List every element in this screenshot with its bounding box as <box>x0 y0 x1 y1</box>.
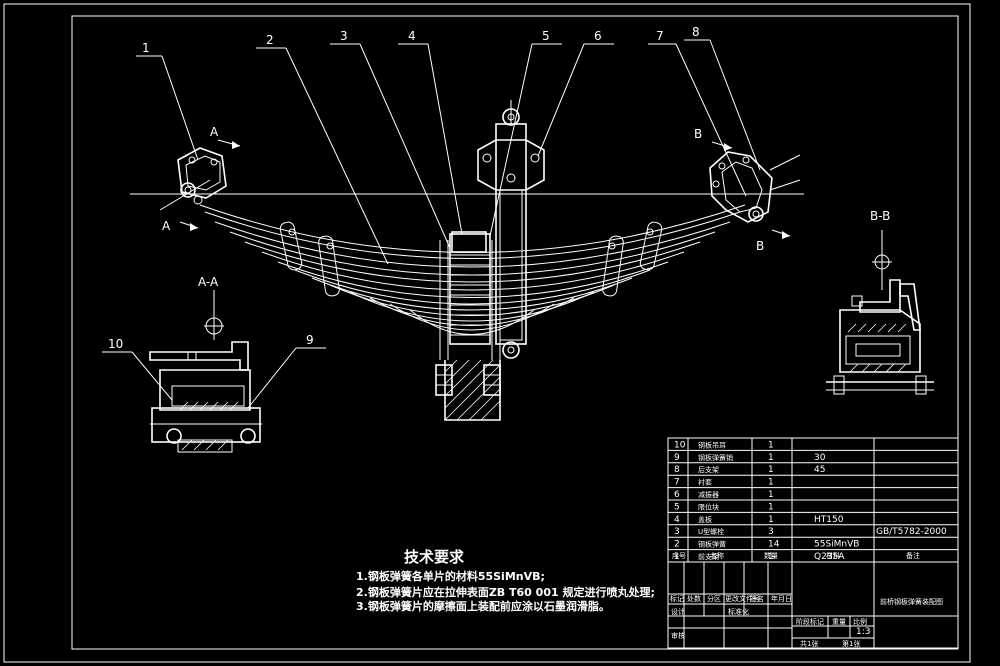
header-name: 名称 <box>710 551 724 560</box>
table-cell-material: 55SiMnVB <box>814 540 859 550</box>
callout-3: 3 <box>340 29 348 43</box>
title-row-labels: 标记 处数 分区 更改文件号 签名 年月日 设计 标准化 审核 阶段标记 重量 … <box>670 594 867 640</box>
title-block <box>668 562 958 648</box>
table-cell-no: 6 <box>674 490 680 500</box>
inner-frame <box>71 15 959 650</box>
table-cell-qty: 1 <box>768 440 774 450</box>
title-label-zone: 分区 <box>707 594 721 603</box>
table-cell-qty: 1 <box>768 502 774 512</box>
table-cell-qty: 1 <box>768 465 774 475</box>
title-label-mark: 标记 <box>670 594 684 603</box>
table-cell-name: 减振器 <box>698 490 719 499</box>
sheet-total: 共1张 <box>800 639 818 648</box>
header-material: 材料 <box>826 551 840 560</box>
requirement-line-3: 3.钢板弹簧片的摩擦面上装配前应涂以石墨润滑脂。 <box>356 599 610 613</box>
table-cell-no: 3 <box>674 527 680 537</box>
table-cell-no: 5 <box>674 502 680 512</box>
center-clamp <box>435 231 501 421</box>
view-label-bb: B-B <box>870 209 890 223</box>
header-no: 序号 <box>672 551 686 560</box>
table-cell-name: 盖板 <box>698 515 712 524</box>
table-cell-name: 限位块 <box>698 502 719 511</box>
requirements-title: 技术要求 <box>404 548 465 566</box>
table-cell-qty: 1 <box>768 552 774 562</box>
section-aa <box>149 290 262 453</box>
callout-4: 4 <box>408 29 416 43</box>
section-mark-b-bottom: B <box>756 239 764 253</box>
table-cell-material: Q235A <box>814 552 845 562</box>
section-bb <box>826 230 934 395</box>
table-cell-name: 钢板弹簧 <box>698 540 726 549</box>
table-cell-material: 45 <box>814 465 825 475</box>
outer-frame <box>3 3 971 663</box>
callout-10: 10 <box>108 337 123 351</box>
table-cell-no: 9 <box>674 453 680 463</box>
table-cell-name: U型螺栓 <box>698 527 724 536</box>
title-label-sign: 签名 <box>750 594 764 603</box>
title-label-count: 处数 <box>687 594 701 603</box>
table-cell-qty: 14 <box>768 540 780 550</box>
callout-2: 2 <box>266 33 274 47</box>
drawing-title: 前桥钢板弹簧装配图 <box>880 597 943 606</box>
table-cell-name: 钢板弹簧销 <box>698 453 733 462</box>
section-mark-a-top: A <box>210 125 219 139</box>
callout-5: 5 <box>542 29 550 43</box>
shock-absorber <box>477 100 545 359</box>
table-cell-no: 7 <box>674 478 680 488</box>
table-cell-qty: 1 <box>768 490 774 500</box>
table-cell-qty: 1 <box>768 515 774 525</box>
leader-lines <box>102 39 761 409</box>
leaf-spring <box>199 204 746 335</box>
title-stage-mark: 阶段标记 <box>796 617 824 626</box>
header-qty: 数量 <box>764 551 778 560</box>
table-cell-name: 前支架 <box>698 552 719 561</box>
table-cell-material: HT150 <box>814 515 844 525</box>
table-cell-material: 30 <box>814 453 826 463</box>
requirement-line-2: 2.钢板弹簧片应在拉伸表面ZB T60 001 规定进行喷丸处理; <box>356 585 655 599</box>
view-label-aa: A-A <box>198 275 219 289</box>
callout-8: 8 <box>692 25 700 39</box>
table-cell-name: 后支架 <box>698 465 719 474</box>
section-mark-a-bottom: A <box>162 219 171 233</box>
section-mark-b-top: B <box>694 127 702 141</box>
front-bracket <box>159 147 227 211</box>
table-cell-no: 10 <box>674 440 686 450</box>
title-label-date: 年月日 <box>771 594 792 603</box>
table-cell-no: 1 <box>674 552 680 562</box>
table-cell-no: 8 <box>674 465 680 475</box>
title-standardize: 标准化 <box>728 607 749 616</box>
table-cell-qty: 1 <box>768 478 774 488</box>
parts-header-row: 序号 名称 数量 材料 备注 <box>668 551 958 563</box>
callout-1: 1 <box>142 41 150 55</box>
title-label-change: 更改文件号 <box>725 594 760 603</box>
requirement-line-1: 1.钢板弹簧各单片的材料55SiMnVB; <box>356 569 545 583</box>
scale-value: 1:3 <box>856 627 870 637</box>
table-cell-name: 衬套 <box>698 478 712 487</box>
sheet-number: 第1张 <box>842 639 860 648</box>
rear-bracket <box>709 151 801 223</box>
table-cell-note: GB/T5782-2000 <box>876 527 947 537</box>
title-scale-label: 比例 <box>853 617 867 626</box>
callout-9: 9 <box>306 333 314 347</box>
title-design: 设计 <box>671 607 685 616</box>
table-cell-no: 4 <box>674 515 680 525</box>
callout-7: 7 <box>656 29 664 43</box>
table-cell-qty: 3 <box>768 527 774 537</box>
title-weight: 重量 <box>832 618 846 626</box>
table-cell-no: 2 <box>674 540 680 550</box>
header-note: 备注 <box>906 551 920 560</box>
table-cell-qty: 1 <box>768 453 774 463</box>
callout-6: 6 <box>594 29 602 43</box>
title-approve: 审核 <box>671 631 685 640</box>
table-cell-name: 钢板吊耳 <box>698 440 726 449</box>
